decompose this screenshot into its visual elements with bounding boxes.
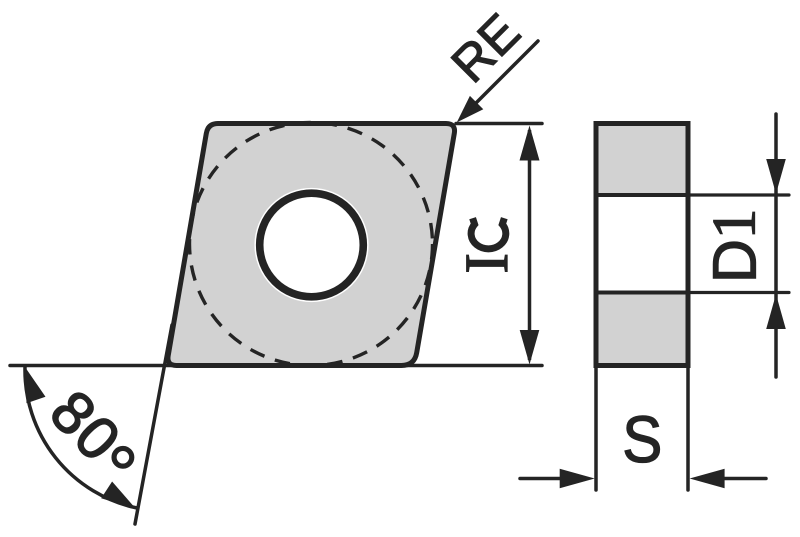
svg-text:D1: D1 <box>701 209 769 284</box>
svg-text:S: S <box>622 404 662 477</box>
svg-text:RE: RE <box>440 3 530 93</box>
svg-text:I: I <box>454 253 521 273</box>
svg-text:80: 80 <box>37 378 134 475</box>
